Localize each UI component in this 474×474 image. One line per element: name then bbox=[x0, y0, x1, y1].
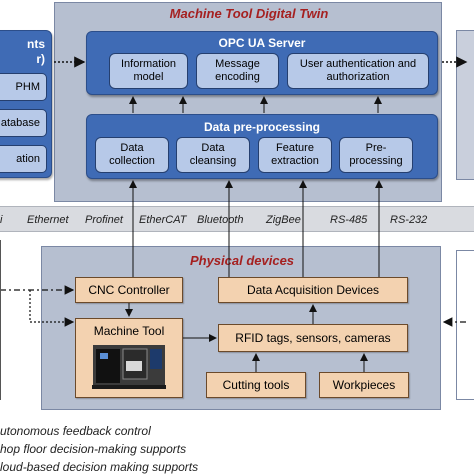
cnc-controller-box: CNC Controller bbox=[75, 277, 183, 303]
protocol-label: RS-485 bbox=[330, 214, 368, 226]
rfid-sensors-cameras-box: RFID tags, sensors, cameras bbox=[218, 324, 408, 352]
legend-item-cloud: loud-based decision making supports bbox=[0, 460, 199, 474]
data-preprocessing-title: Data pre-processing bbox=[203, 120, 321, 134]
protocol-label: EtherCAT bbox=[139, 214, 187, 226]
data-preprocessing-box: Data pre-processing Data collection Data… bbox=[86, 114, 438, 179]
message-encoding-box: Message encoding bbox=[196, 53, 279, 89]
user-authentication-box: User authentication and authorization bbox=[287, 53, 429, 89]
opc-ua-server-box: OPC UA Server Information model Message … bbox=[86, 31, 438, 95]
protocol-bar: i Ethernet Profinet EtherCAT Bluetooth Z… bbox=[0, 206, 474, 232]
physical-devices-title: Physical devices bbox=[189, 253, 295, 268]
pre-processing-box: Pre-processing bbox=[339, 137, 413, 173]
digital-twin-panel: Machine Tool Digital Twin OPC UA Server … bbox=[54, 2, 442, 202]
database-box: atabase bbox=[0, 109, 47, 137]
left-panel-title-1: nts bbox=[27, 37, 45, 51]
protocol-label: Profinet bbox=[85, 214, 123, 226]
left-panel-title-2: r) bbox=[36, 52, 45, 66]
application-box: ation bbox=[0, 145, 47, 173]
feature-extraction-box: Feature extraction bbox=[258, 137, 332, 173]
left-panel: nts r) PHM atabase ation bbox=[0, 30, 52, 178]
data-acquisition-devices-box: Data Acquisition Devices bbox=[218, 277, 408, 303]
data-cleansing-box: Data cleansing bbox=[176, 137, 250, 173]
data-collection-box: Data collection bbox=[95, 137, 169, 173]
cutting-tools-box: Cutting tools bbox=[206, 372, 306, 398]
workpieces-box: Workpieces bbox=[319, 372, 409, 398]
digital-twin-title: Machine Tool Digital Twin bbox=[169, 6, 329, 21]
protocol-label: ZigBee bbox=[266, 214, 301, 226]
right-panel-edge-lower bbox=[456, 250, 474, 400]
protocol-label: Ethernet bbox=[27, 214, 69, 226]
opc-ua-server-title: OPC UA Server bbox=[218, 36, 306, 50]
legend-item-shop-floor: hop floor decision-making supports bbox=[0, 442, 187, 456]
machine-tool-label: Machine Tool bbox=[93, 324, 165, 338]
phm-box: PHM bbox=[0, 73, 47, 101]
protocol-label: i bbox=[0, 214, 3, 226]
protocol-label: RS-232 bbox=[390, 214, 428, 226]
information-model-box: Information model bbox=[109, 53, 188, 89]
legend-item-autonomous: utonomous feedback control bbox=[0, 424, 151, 438]
cnc-machine-icon bbox=[92, 345, 166, 389]
protocol-label: Bluetooth bbox=[197, 214, 244, 226]
